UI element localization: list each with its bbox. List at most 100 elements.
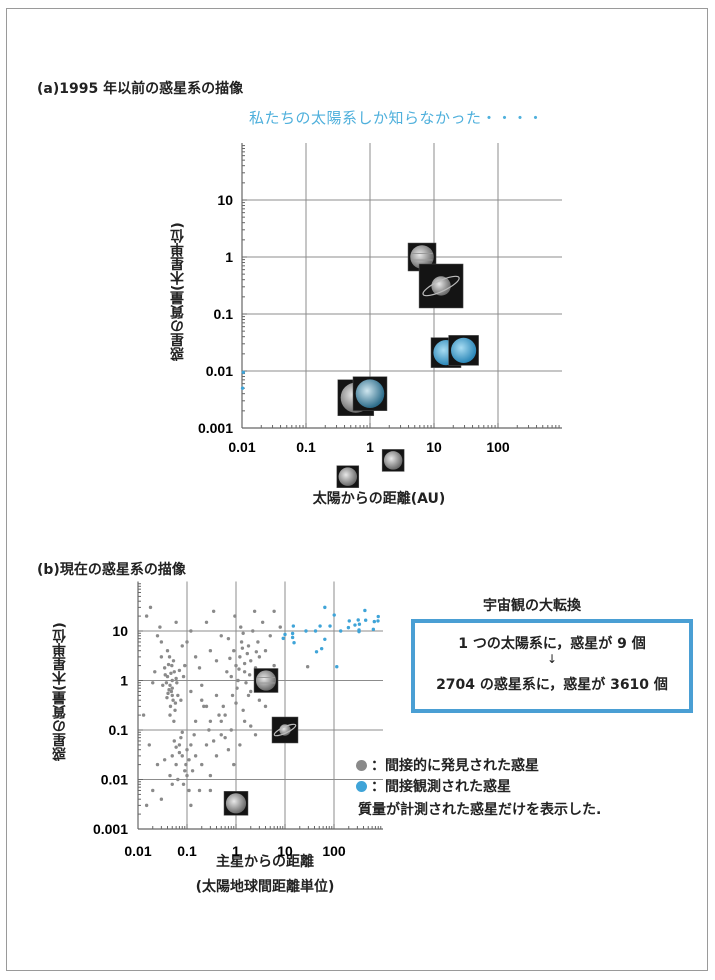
data-point-indirect (187, 788, 191, 793)
data-point-direct (313, 629, 318, 633)
data-point-indirect (184, 762, 188, 767)
data-point-indirect (170, 678, 174, 683)
data-point-indirect (246, 644, 251, 648)
data-point-indirect (249, 689, 253, 694)
data-point-indirect (159, 640, 164, 644)
data-point-indirect (214, 659, 219, 663)
data-point-indirect (305, 665, 310, 669)
data-point-indirect (239, 640, 244, 644)
data-point-indirect (193, 754, 198, 758)
data-point-direct (363, 608, 367, 613)
data-point-indirect (228, 656, 232, 661)
data-point-indirect (147, 743, 151, 747)
data-point-indirect (253, 733, 258, 737)
data-point-indirect (235, 686, 239, 690)
x-tick-label: 1 (366, 439, 374, 455)
panel-b-title: (b)現在の惑星系の描像 (37, 562, 186, 578)
x-tick-label: 1 (232, 843, 240, 859)
data-point-indirect (208, 788, 213, 793)
data-point-indirect (219, 719, 223, 723)
data-point-indirect (278, 625, 282, 629)
data-point-direct (372, 619, 377, 624)
data-point-indirect (207, 728, 211, 732)
data-point-indirect (162, 666, 167, 670)
x-tick-label: 0.1 (177, 843, 197, 859)
x-tick-label: 100 (486, 439, 510, 455)
data-point-indirect (211, 609, 216, 614)
data-point-indirect (200, 762, 204, 767)
data-point-indirect (187, 758, 191, 762)
legend-direct-label: ：間接観測された惑星 (371, 779, 511, 795)
mercury-icon (336, 465, 360, 488)
data-point-indirect (202, 704, 206, 709)
data-point-indirect (168, 683, 172, 687)
data-point-indirect (268, 634, 272, 638)
data-point-indirect (180, 730, 184, 734)
data-point-indirect (234, 663, 238, 668)
y-tick-label: 0.01 (101, 772, 128, 788)
data-point-indirect (170, 782, 174, 786)
data-point-indirect (169, 689, 174, 694)
data-point-indirect (155, 762, 160, 767)
data-point-indirect (168, 713, 172, 717)
data-point-indirect (247, 673, 252, 677)
blue-dot-icon (356, 780, 367, 792)
data-point-indirect (200, 683, 204, 687)
data-point-indirect (226, 636, 231, 641)
data-point-direct (347, 619, 351, 623)
y-tick-label: 0.01 (206, 363, 233, 379)
data-point-indirect (240, 646, 245, 650)
saturn-icon (418, 263, 464, 309)
data-point-direct (356, 618, 360, 622)
y-tick-label: 0.001 (198, 420, 233, 436)
data-point-indirect (168, 704, 173, 709)
data-point-indirect (236, 678, 240, 683)
data-point-indirect (204, 743, 209, 747)
data-point-indirect (200, 698, 204, 702)
data-point-indirect (165, 695, 169, 700)
data-point-indirect (161, 683, 165, 687)
data-point-indirect (183, 663, 187, 668)
data-point-indirect (159, 797, 164, 801)
data-point-direct (292, 641, 296, 645)
data-point-direct (283, 632, 287, 637)
panel-b-xlabel-unit: (太陽地球間距離単位) (195, 879, 335, 895)
data-point-indirect (179, 698, 183, 702)
data-point-indirect (174, 620, 178, 624)
data-point-indirect (179, 735, 183, 740)
panel-a-xlabel: 太陽からの距離(AU) (312, 491, 446, 507)
data-point-indirect (189, 803, 193, 808)
solar-system-count: 1 つの太陽系に，惑星が 9 個 (458, 636, 646, 652)
y-tick-label: 1 (225, 249, 233, 265)
data-point-indirect (141, 713, 146, 717)
data-point-indirect (144, 803, 149, 808)
data-point-indirect (167, 688, 171, 692)
data-point-indirect (256, 640, 260, 644)
data-point-indirect (208, 719, 213, 723)
data-point-direct (318, 624, 322, 628)
data-point-direct (323, 637, 327, 641)
x-tick-label: 10 (426, 439, 442, 455)
data-point-indirect (163, 673, 167, 677)
data-point-direct (290, 635, 295, 640)
data-point-indirect (181, 782, 186, 786)
data-point-indirect (185, 773, 189, 778)
data-point-indirect (214, 754, 219, 758)
data-point-indirect (234, 701, 238, 705)
panel-a-subtitle: 私たちの太陽系しか知らなかった・・・・ (249, 109, 544, 127)
data-point-indirect (148, 605, 153, 610)
data-point-indirect (204, 704, 209, 709)
data-point-indirect (172, 719, 176, 723)
x-tick-label: 10 (277, 843, 293, 859)
jupiter-icon (253, 668, 279, 693)
legend-indirect: ：間接的に発見された惑星 (356, 755, 539, 775)
data-point-direct (363, 618, 368, 622)
saturn-icon (271, 716, 299, 744)
neptune-icon (448, 335, 479, 366)
data-point-indirect (245, 651, 249, 656)
data-point-indirect (242, 670, 247, 674)
y-tick-label: 0.1 (109, 722, 129, 738)
data-point-direct (357, 622, 362, 626)
earth-icon (223, 791, 249, 816)
data-point-indirect (181, 674, 186, 679)
